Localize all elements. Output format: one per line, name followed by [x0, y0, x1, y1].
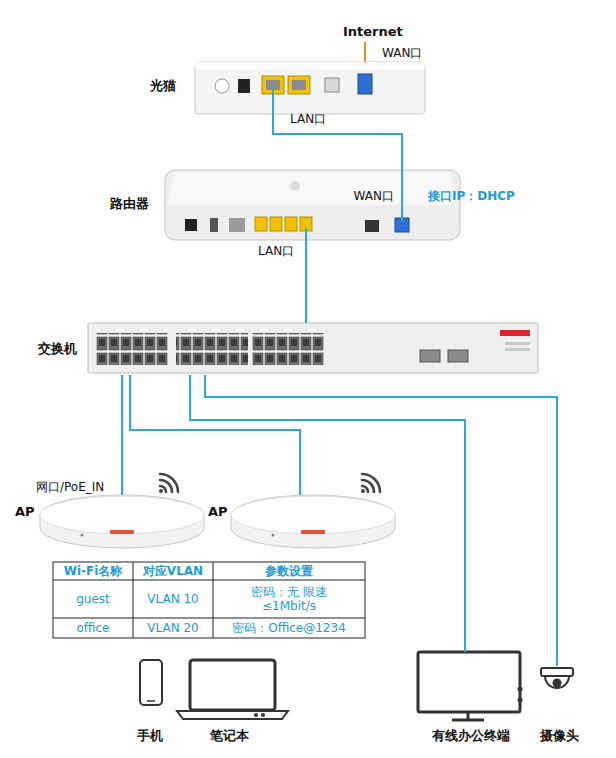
modem-figure — [195, 62, 425, 114]
network-cable — [190, 375, 465, 652]
wifi-icon — [362, 474, 380, 492]
port-label: LAN口 — [290, 112, 326, 126]
monitor-figure — [418, 652, 523, 720]
wifi-icon — [160, 474, 178, 492]
network-cable — [205, 375, 557, 666]
table-header: Wi-Fi名称 — [64, 564, 123, 578]
switch-figure — [88, 323, 538, 373]
camera-node: 摄像头 — [530, 666, 590, 747]
port-label: LAN口 — [258, 244, 294, 258]
port-label: WAN口 — [382, 46, 422, 60]
table-cell: VLAN 10 — [147, 592, 198, 606]
table-cell: guest — [76, 592, 110, 606]
wifi-icon-dot — [159, 489, 163, 493]
table-cell: VLAN 20 — [147, 621, 198, 635]
device-name: 有线办公终端 — [432, 728, 510, 744]
ap-node: AP — [205, 495, 400, 550]
network-cable — [305, 240, 307, 323]
port-label: 网口/PoE_IN — [36, 480, 104, 494]
ap-figure — [40, 495, 204, 548]
phone-node: 手机 — [130, 658, 170, 747]
network-cable — [130, 375, 300, 495]
phone-figure — [140, 660, 162, 705]
network-cable — [121, 375, 123, 495]
terminal-node: 有线办公终端 — [410, 652, 525, 747]
device-name: 路由器 — [110, 196, 149, 212]
device-name: AP — [15, 504, 35, 520]
laptop-node: 笔记本 — [175, 658, 290, 747]
router-figure — [165, 168, 460, 240]
table-header: 参数设置 — [265, 564, 313, 578]
device-name: 交换机 — [38, 341, 77, 357]
device-name: 笔记本 — [210, 728, 249, 744]
device-name: 手机 — [137, 728, 163, 744]
network-label: Internet — [343, 24, 403, 40]
laptop-figure — [177, 660, 288, 719]
device-name: 光猫 — [150, 78, 176, 94]
table-cell: 密码：Office@1234 — [232, 621, 346, 635]
port-label: WAN口 — [354, 189, 394, 203]
modem-node: 光猫 — [145, 62, 427, 114]
switch-node: 交换机 — [35, 323, 540, 375]
ap-node: AP — [12, 495, 207, 550]
router-node: 路由器 — [105, 168, 460, 240]
wifi-icon-dot — [361, 489, 365, 493]
table-cell: 密码：无 限速≤1Mbit/s — [234, 585, 344, 614]
interface-note: 接口IP：DHCP — [428, 189, 515, 203]
table-cell: office — [77, 621, 110, 635]
wifi-table-grid — [53, 562, 365, 638]
device-name: 摄像头 — [540, 728, 579, 744]
camera-figure — [541, 668, 573, 688]
table-header: 对应VLAN — [143, 564, 203, 578]
ap-figure — [231, 495, 395, 548]
device-name: AP — [208, 504, 228, 520]
